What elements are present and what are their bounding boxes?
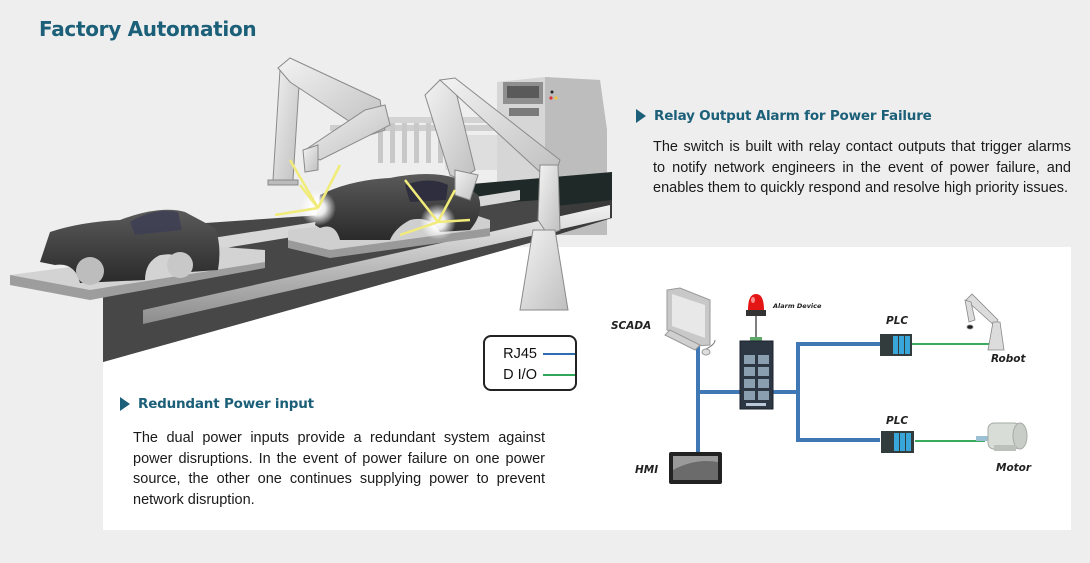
scada-computer-icon (664, 287, 716, 356)
weld-spark-right (399, 179, 471, 240)
hmi-panel-icon (669, 452, 722, 484)
page-title: Factory Automation (39, 17, 257, 41)
plc-top-icon (880, 334, 912, 356)
label-robot: Robot (991, 353, 1026, 365)
section-heading-relay-alarm: Relay Output Alarm for Power Failure (636, 108, 932, 124)
section-heading-text: Relay Output Alarm for Power Failure (654, 108, 932, 124)
legend-item-dio: D I/O (495, 364, 575, 385)
section-body-redundant-power: The dual power inputs provide a redundan… (133, 430, 545, 508)
section-heading-redundant-power: Redundant Power input (120, 396, 314, 412)
plc-bottom-icon (881, 431, 914, 453)
legend-item-rj45: RJ45 (495, 343, 575, 364)
bullet-triangle-icon (120, 397, 130, 411)
legend-label: D I/O (503, 366, 537, 383)
motor-icon (976, 422, 1028, 451)
section-body-relay-alarm: The switch is built with relay contact o… (653, 139, 1071, 196)
label-scada: SCADA (611, 320, 652, 332)
rj45-links (696, 342, 880, 455)
label-alarm-device: Alarm Device (773, 302, 822, 310)
legend-line-dio (543, 373, 575, 376)
label-plc-bottom: PLC (886, 415, 909, 427)
legend-label: RJ45 (503, 345, 537, 362)
robot-arm-left (267, 57, 391, 186)
car-body-left (40, 209, 220, 285)
section-heading-text: Redundant Power input (138, 396, 314, 412)
connection-legend: RJ45 D I/O (483, 335, 577, 391)
robot-arm-right (424, 77, 569, 311)
label-motor: Motor (996, 462, 1032, 474)
alarm-device-icon (746, 294, 766, 340)
legend-line-rj45 (543, 352, 575, 355)
label-hmi: HMI (635, 464, 659, 476)
link-branch-plc-top (796, 342, 880, 442)
dio-links (912, 343, 990, 442)
bullet-triangle-icon (636, 109, 646, 123)
weld-spark-left (274, 159, 342, 226)
ethernet-switch-icon (739, 337, 774, 410)
label-plc-top: PLC (886, 315, 909, 327)
robot-arm-icon (964, 293, 1005, 351)
